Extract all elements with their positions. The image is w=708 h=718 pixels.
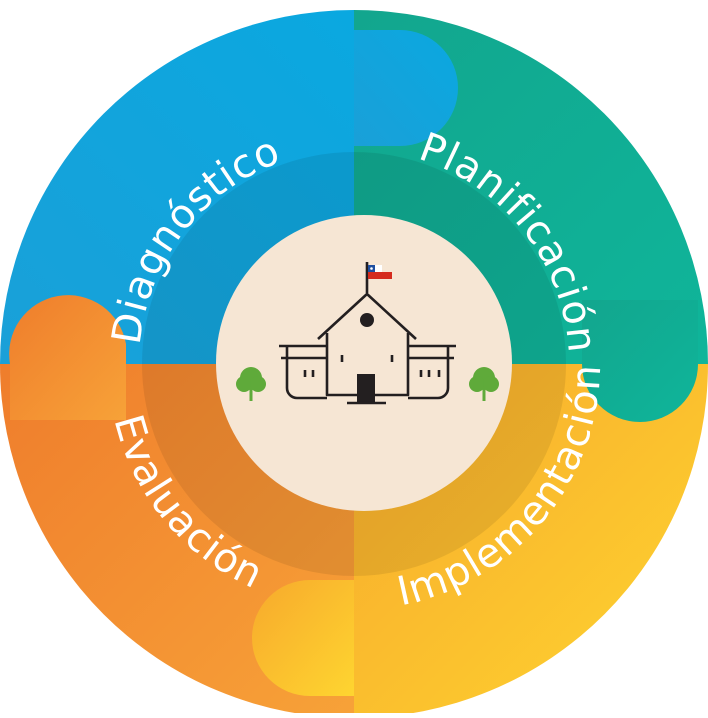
school-building-with-flag-icon — [279, 262, 456, 405]
overlap-yellow — [252, 580, 354, 696]
overlap-orange — [9, 295, 126, 420]
overlap-teal — [582, 300, 698, 422]
tree-right-icon — [469, 367, 499, 401]
tree-left-icon — [236, 367, 266, 401]
ring-overlaps — [9, 30, 698, 696]
overlap-blue — [354, 30, 458, 146]
center-disc — [216, 215, 512, 511]
